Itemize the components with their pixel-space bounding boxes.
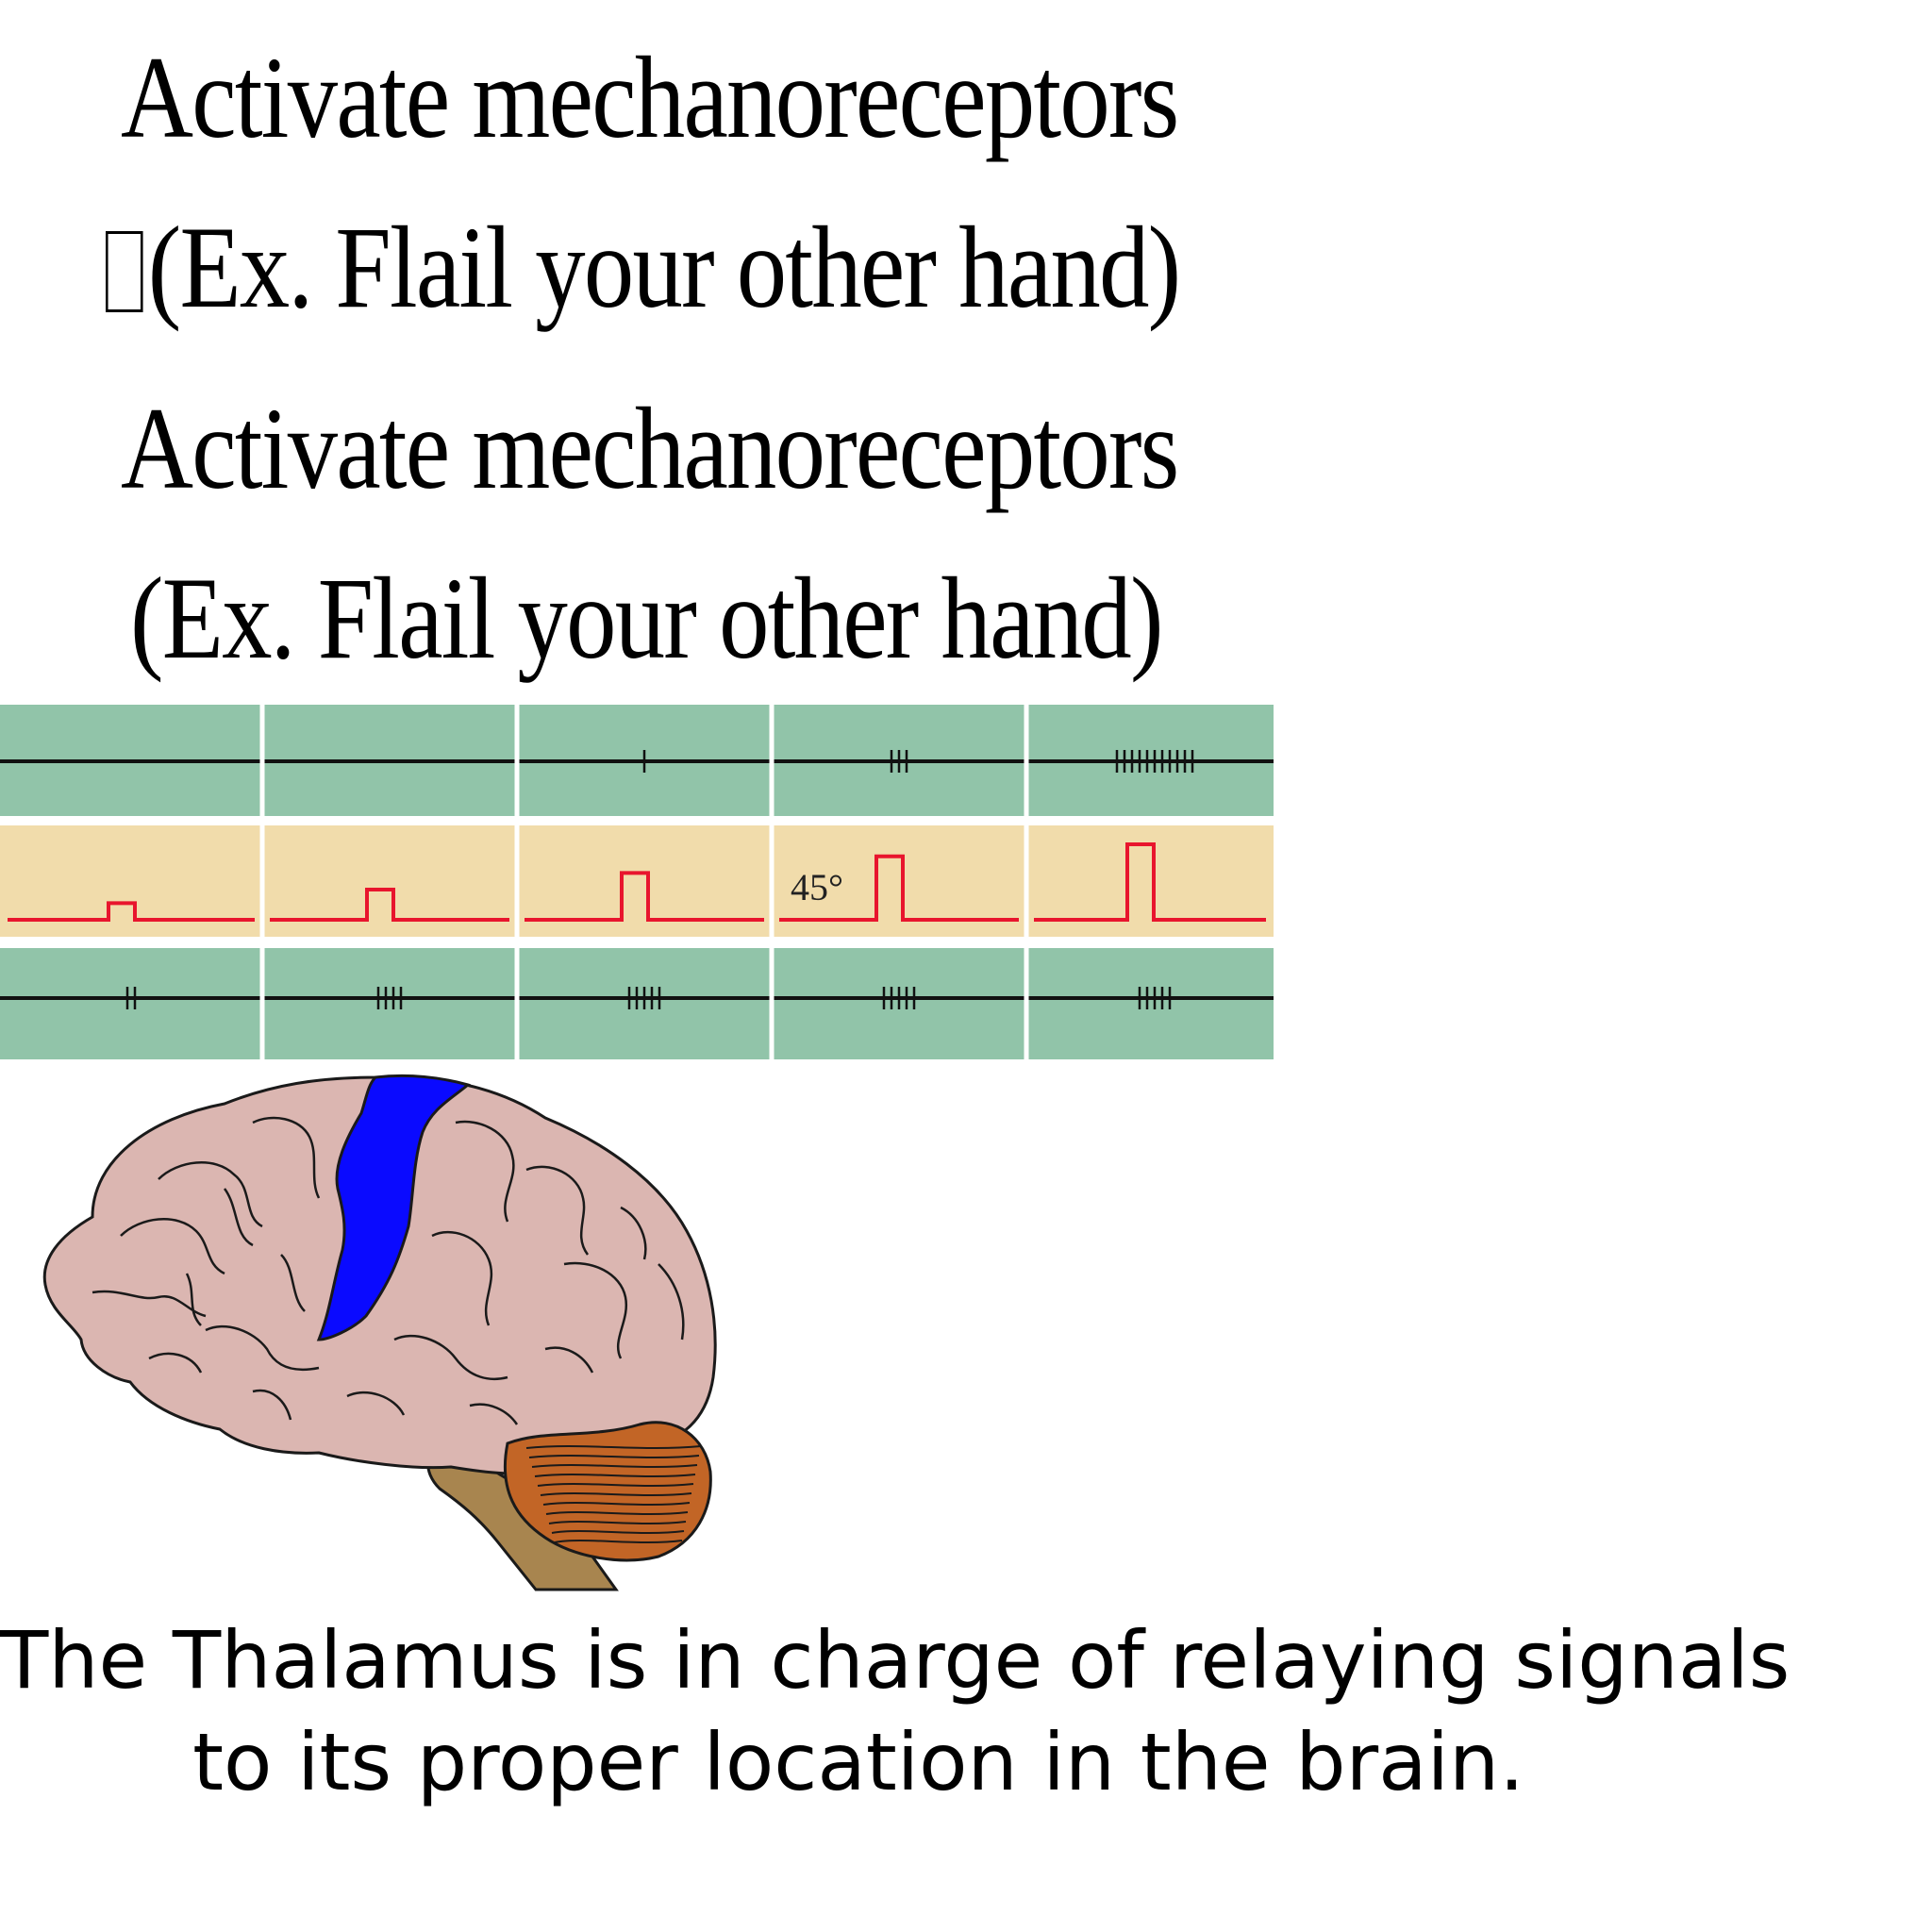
receptor-response-diagram: 45° [0,705,1274,1059]
cerebellum-fold-line [531,1464,698,1468]
brain-illustration [42,1074,717,1591]
cerebellum-fold-line [528,1455,700,1458]
missing-glyph-box-icon [106,231,143,312]
heading-1-line-2: (Ex. Flail your other hand) [106,209,1181,326]
cerebellum-fold-line [537,1483,694,1487]
stimulus-pulse [779,854,1019,922]
angle-label: 45° [791,866,843,908]
stimulus-pulse [525,871,764,922]
heading-1-line-1: Activate mechanoreceptors [121,33,1179,162]
caption-line-2: to its proper location in the brain. [192,1716,1524,1808]
cerebellum-fold-line [548,1521,687,1524]
cortex-gyri [92,1116,685,1425]
heading-2-line-2: (Ex. Flail your other hand) [130,554,1163,683]
cerebellum-fold-line [542,1502,691,1506]
highlighted-region [316,1074,472,1341]
heading-2-line-1: Activate mechanoreceptors [121,384,1179,513]
stimulus-pulse [270,888,509,922]
cerebellum-fold-line [534,1474,696,1477]
cerebellum-fold-line [554,1540,683,1543]
caption-line-1: The Thalamus is in charge of relaying si… [0,1614,1790,1707]
stimulus-pulse [1034,842,1266,922]
cerebellum-fold-line [551,1530,685,1534]
cerebellum-fold-line [545,1511,689,1515]
cerebellum-fold-line [540,1492,692,1496]
cerebellum-fold-line [525,1445,702,1449]
stimulus-pulse [8,901,255,922]
cerebellum-folia [525,1445,702,1543]
